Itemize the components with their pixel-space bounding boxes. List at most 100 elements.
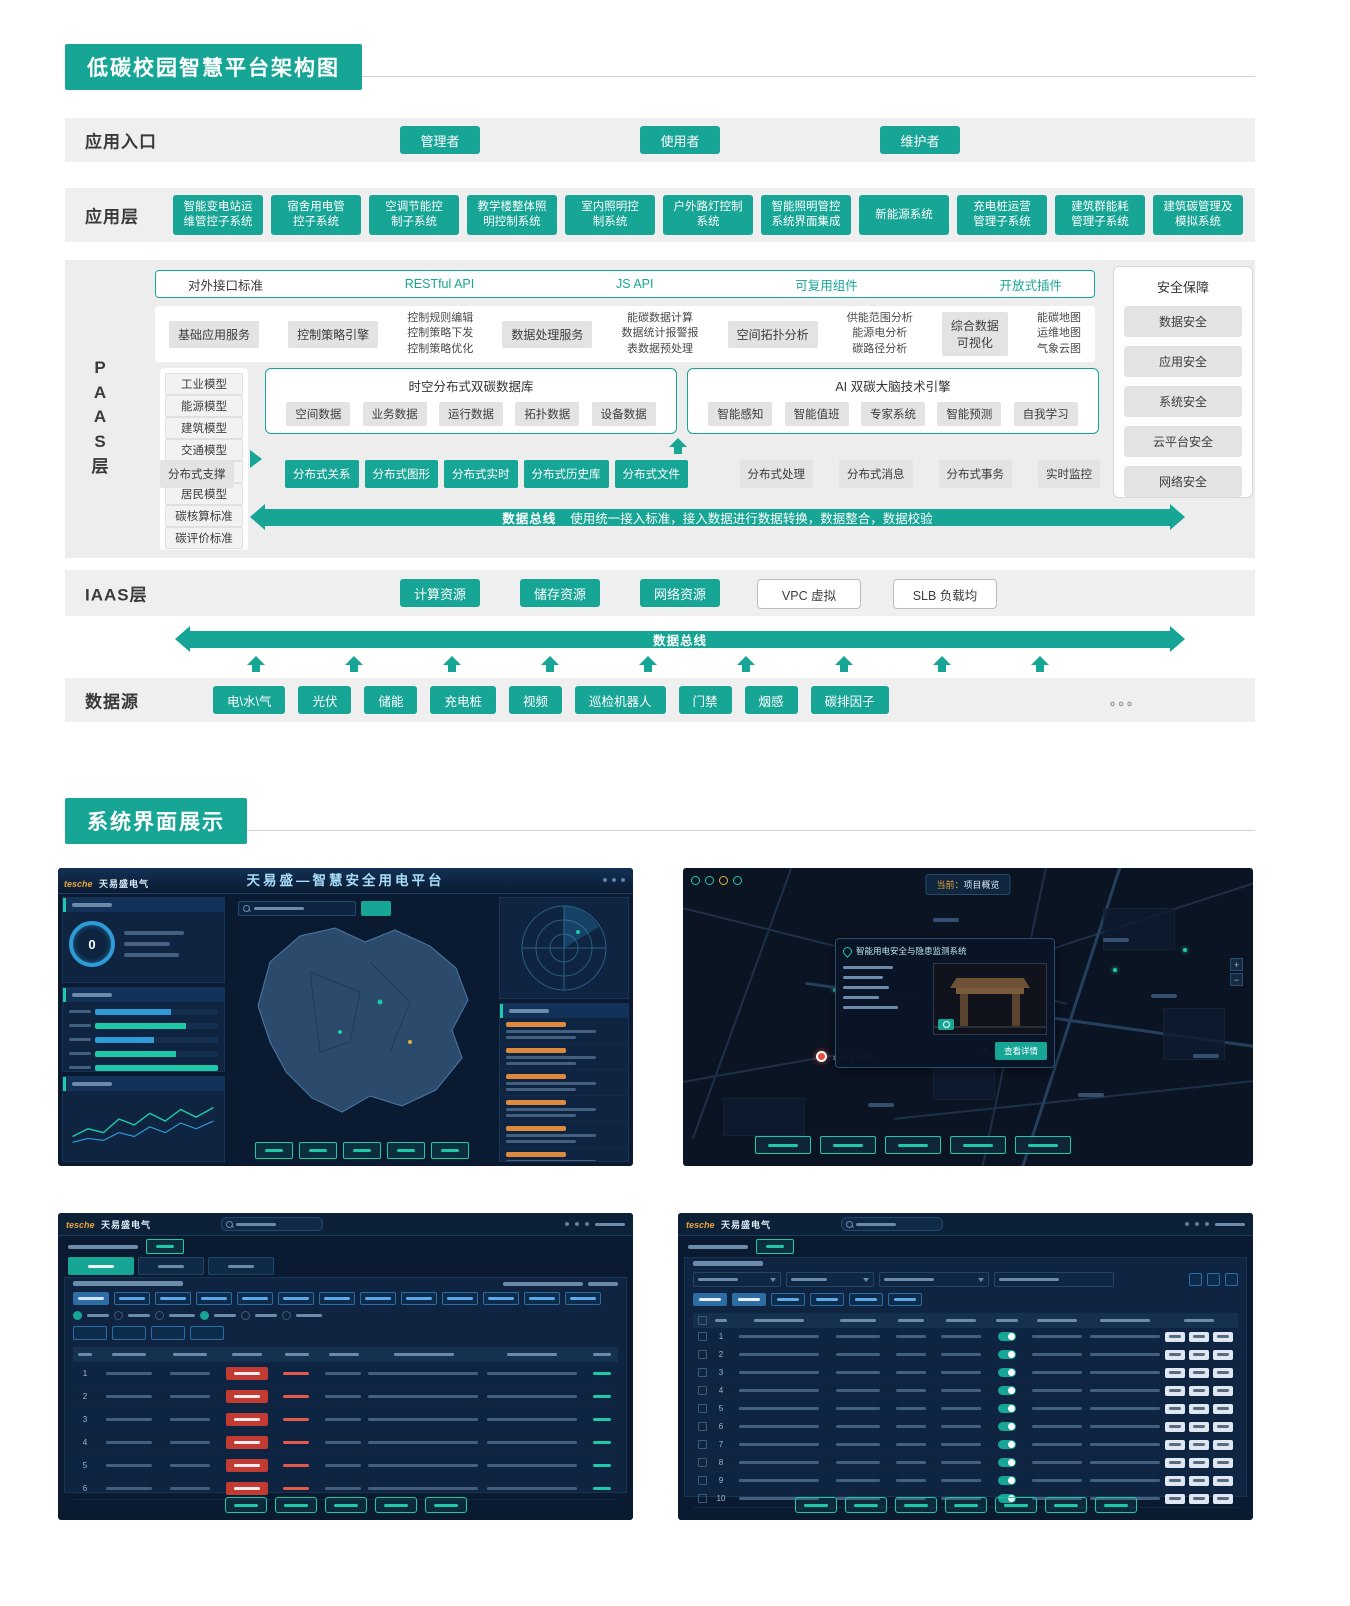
text-skeleton bbox=[836, 1461, 880, 1464]
text-skeleton bbox=[896, 1407, 926, 1410]
text-skeleton bbox=[1032, 1461, 1082, 1464]
text-skeleton bbox=[233, 1486, 260, 1490]
checkbox-icon bbox=[697, 1440, 707, 1449]
alarm-table-row: 6 bbox=[73, 1477, 618, 1500]
text-skeleton bbox=[894, 1298, 916, 1301]
bar-fill bbox=[95, 1064, 218, 1071]
photo-gate-roof bbox=[950, 978, 1030, 988]
cell bbox=[478, 1486, 586, 1490]
cell bbox=[318, 1394, 368, 1398]
cell bbox=[731, 1371, 827, 1374]
device-table-row: 9 bbox=[693, 1472, 1238, 1490]
current-value: 项目概览 bbox=[963, 880, 1000, 890]
settings-icon bbox=[1207, 1273, 1220, 1286]
cell bbox=[1089, 1497, 1160, 1500]
text-skeleton bbox=[1193, 1497, 1205, 1500]
filter-chip bbox=[401, 1292, 437, 1305]
cell bbox=[889, 1389, 933, 1392]
radio-icon bbox=[200, 1311, 209, 1320]
text-skeleton bbox=[739, 1371, 819, 1374]
current-prefix: 当前： bbox=[936, 880, 964, 890]
cell bbox=[827, 1335, 889, 1338]
row-action-button bbox=[1189, 1367, 1209, 1378]
text-skeleton bbox=[1089, 1335, 1160, 1338]
text-skeleton bbox=[169, 1440, 210, 1444]
cell bbox=[933, 1497, 989, 1500]
cell bbox=[693, 1494, 711, 1503]
alert-item bbox=[500, 1018, 628, 1044]
tab bbox=[208, 1257, 274, 1275]
text-skeleton bbox=[1193, 1353, 1205, 1356]
text-skeleton bbox=[1217, 1443, 1229, 1446]
row-action-button bbox=[1213, 1385, 1233, 1396]
toolbar-button bbox=[944, 1497, 987, 1513]
api-item: JS API bbox=[615, 277, 654, 291]
cell bbox=[478, 1417, 586, 1421]
distributed-chip: 分布式消息 bbox=[839, 460, 913, 488]
cell bbox=[275, 1371, 319, 1375]
alarm-status-badge bbox=[225, 1412, 268, 1426]
text-skeleton bbox=[169, 1486, 210, 1490]
city-block bbox=[1103, 908, 1175, 950]
cell bbox=[989, 1386, 1025, 1395]
system-button: 户外路灯控制 系统 bbox=[663, 195, 753, 235]
arrow-up-icon bbox=[247, 656, 265, 672]
source-button: 视频 bbox=[509, 686, 563, 714]
alert-time-skeleton bbox=[506, 1074, 566, 1079]
security-item: 系统安全 bbox=[1124, 386, 1242, 417]
arrow-up-icon bbox=[443, 656, 461, 672]
text-skeleton bbox=[1193, 1335, 1205, 1338]
arrow-up-icon bbox=[737, 656, 755, 672]
alarm-table-row: 1 bbox=[73, 1362, 618, 1385]
caret-down-icon bbox=[863, 1277, 869, 1282]
cell bbox=[1025, 1425, 1089, 1428]
text-skeleton bbox=[88, 1264, 114, 1268]
text-skeleton bbox=[1169, 1497, 1181, 1500]
system-button: 新能源系统 bbox=[859, 195, 949, 235]
text-skeleton bbox=[265, 1149, 283, 1152]
cell bbox=[275, 1463, 319, 1467]
text-skeleton bbox=[896, 1389, 926, 1392]
dot-icon bbox=[621, 878, 625, 882]
cell bbox=[933, 1371, 989, 1374]
cell bbox=[219, 1366, 275, 1380]
cell bbox=[478, 1371, 586, 1375]
header-cell bbox=[693, 1316, 711, 1325]
cell bbox=[693, 1332, 711, 1341]
text-skeleton bbox=[283, 1297, 309, 1300]
cell bbox=[97, 1371, 161, 1375]
row-action-button bbox=[1165, 1385, 1185, 1396]
toolbar-button bbox=[431, 1142, 469, 1159]
platform-title: 天易盛—智慧安全用电平台 bbox=[246, 873, 445, 888]
cell bbox=[989, 1440, 1025, 1449]
text-skeleton bbox=[325, 1463, 362, 1467]
action-button bbox=[693, 1293, 727, 1306]
text-skeleton bbox=[1169, 1389, 1181, 1392]
logo-text-orange: tesche bbox=[686, 1220, 715, 1230]
row-index: 3 bbox=[718, 1368, 724, 1377]
filter-chip bbox=[155, 1292, 191, 1305]
panel-header bbox=[63, 898, 224, 912]
dashboard-header: tesche 天易盛电气 bbox=[58, 1213, 633, 1236]
screenshot-map-monitor: 当前：项目概览 智能用电安全与隐患监测系统 bbox=[683, 868, 1253, 1166]
text-skeleton bbox=[715, 1319, 727, 1322]
text-skeleton bbox=[1089, 1443, 1160, 1446]
text-skeleton bbox=[738, 1298, 760, 1301]
screenshot-power-platform: tesche 天易盛电气 天易盛—智慧安全用电平台 bbox=[58, 868, 633, 1166]
alarm-panel: 1 2 bbox=[64, 1277, 627, 1500]
alert-time-skeleton bbox=[506, 1152, 566, 1157]
text-skeleton bbox=[329, 1353, 359, 1356]
text-skeleton bbox=[169, 1314, 195, 1317]
text-skeleton bbox=[333, 1503, 358, 1507]
cell bbox=[219, 1435, 275, 1449]
text-skeleton bbox=[739, 1461, 819, 1464]
cell bbox=[318, 1371, 368, 1375]
cell bbox=[731, 1335, 827, 1338]
text-skeleton bbox=[853, 1503, 878, 1507]
api-item: 开放式插件 bbox=[999, 278, 1062, 293]
search-input bbox=[841, 1217, 943, 1231]
cell bbox=[1025, 1497, 1089, 1500]
arrow-up-icon bbox=[669, 438, 687, 454]
source-button: 巡检机器人 bbox=[575, 686, 666, 714]
